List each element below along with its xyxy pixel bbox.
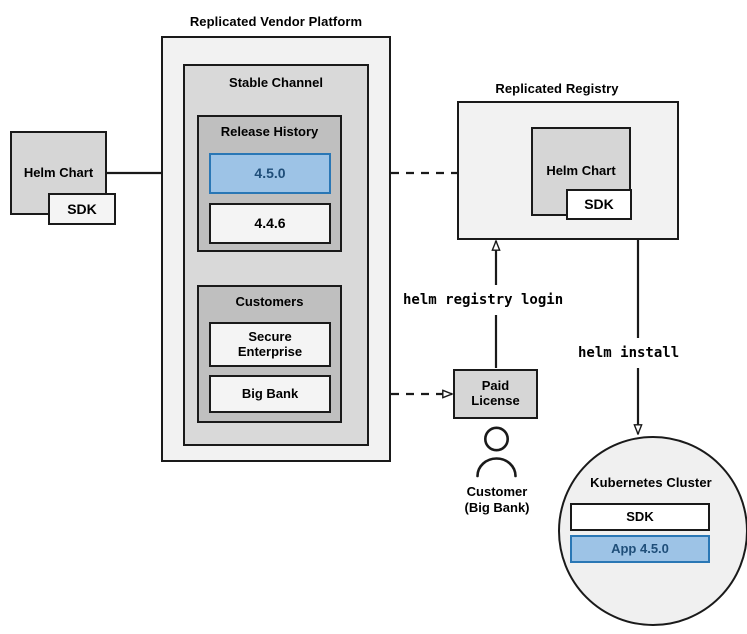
cluster-item-sdk[interactable]: SDK <box>570 503 710 531</box>
source-helm-chart-label: Helm Chart <box>23 164 94 180</box>
registry-sdk-box[interactable]: SDK <box>566 189 632 220</box>
registry-sdk-label: SDK <box>584 196 614 213</box>
customer-actor-line1: Customer <box>466 484 528 499</box>
source-sdk-label: SDK <box>67 200 97 217</box>
paid-license-box[interactable]: Paid License <box>453 369 538 419</box>
registry-helm-chart-label: Helm Chart <box>546 163 616 179</box>
customer-big-bank[interactable]: Big Bank <box>209 375 331 413</box>
customer-label: Secure Enterprise <box>237 328 303 359</box>
edge-label-helm-registry-login: helm registry login <box>403 292 564 308</box>
release-version-label: 4.4.6 <box>254 215 286 232</box>
kubernetes-cluster-circle <box>558 436 747 626</box>
title-replicated-registry: Replicated Registry <box>495 81 619 96</box>
cluster-item-label: SDK <box>626 508 654 524</box>
release-version-4-5-0[interactable]: 4.5.0 <box>209 153 331 194</box>
title-replicated-vendor-platform: Replicated Vendor Platform <box>189 14 363 29</box>
source-sdk-box[interactable]: SDK <box>48 193 116 225</box>
release-version-4-4-6[interactable]: 4.4.6 <box>209 203 331 244</box>
stable-channel-label: Stable Channel <box>229 75 323 90</box>
customer-actor-caption: Customer (Big Bank) <box>432 484 562 515</box>
release-history-label: Release History <box>220 124 319 139</box>
customer-label: Big Bank <box>241 385 299 401</box>
cluster-item-label: App 4.5.0 <box>611 540 669 556</box>
cluster-item-app[interactable]: App 4.5.0 <box>570 535 710 563</box>
release-version-label: 4.5.0 <box>254 165 286 182</box>
customer-secure-enterprise[interactable]: Secure Enterprise <box>209 322 331 367</box>
person-icon <box>476 426 517 478</box>
paid-license-label: Paid License <box>471 378 520 408</box>
customers-label: Customers <box>235 294 304 309</box>
edge-label-helm-install: helm install <box>578 345 680 361</box>
customer-actor-line2: (Big Bank) <box>464 499 530 515</box>
kubernetes-cluster-label: Kubernetes Cluster <box>590 475 712 490</box>
